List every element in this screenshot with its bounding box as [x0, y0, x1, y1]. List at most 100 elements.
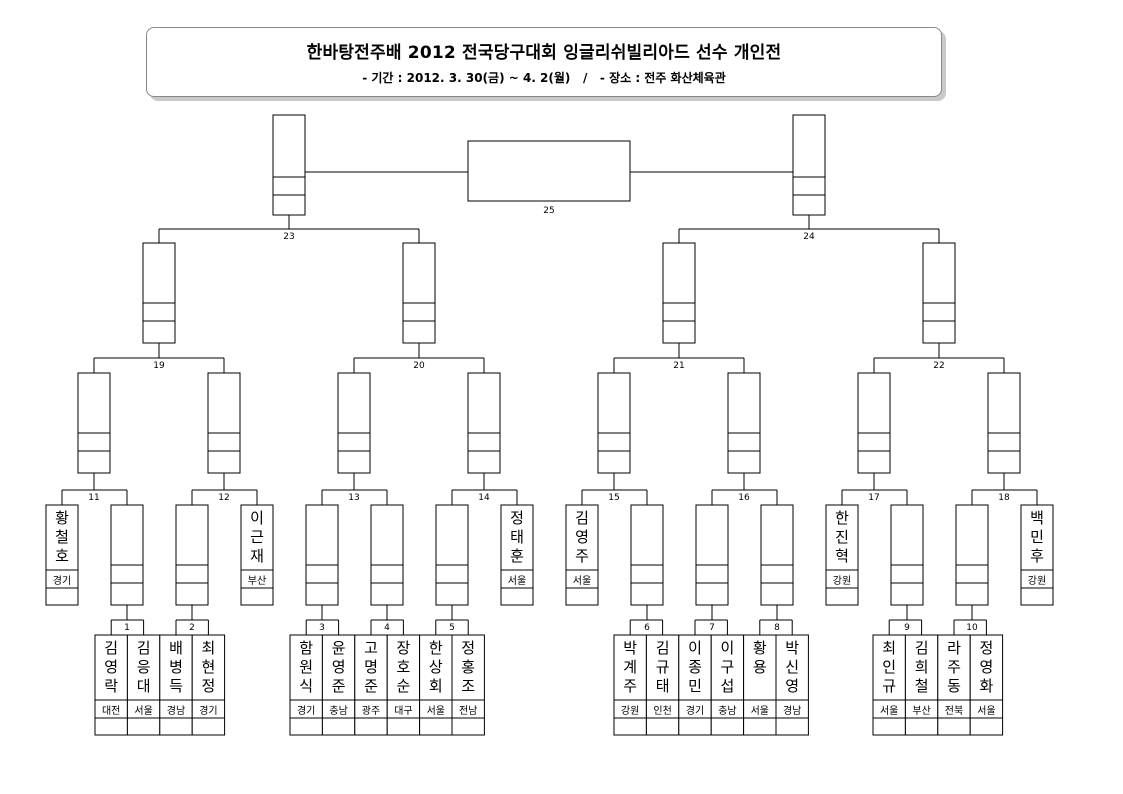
first-round-winner-box — [370, 504, 404, 606]
player-name-char: 주 — [623, 677, 637, 695]
player-name-char: 대 — [137, 677, 151, 695]
player-name-char: 정 — [461, 639, 475, 657]
player-region: 충남 — [718, 705, 736, 717]
round16-box — [727, 372, 761, 474]
player-region: 광주 — [362, 705, 380, 717]
player-region: 경기 — [297, 704, 315, 717]
player-region: 경기 — [686, 704, 704, 717]
player-region: 전북 — [945, 705, 963, 717]
match-number: 5 — [449, 623, 455, 633]
first-round-winner-box — [695, 504, 729, 606]
player-name-char: 한 — [429, 639, 443, 657]
player-name-char: 식 — [299, 677, 313, 695]
player-name-char: 김 — [575, 509, 589, 527]
player-name: 이구섭 — [720, 639, 734, 695]
player-name-char: 명 — [364, 658, 378, 676]
player-region: 강원 — [833, 575, 851, 587]
player-region: 전남 — [459, 705, 477, 717]
player-name-char: 신 — [785, 658, 799, 676]
player-region: 경남 — [167, 704, 185, 717]
player-region: 서울 — [880, 705, 898, 717]
player-name: 최인규 — [882, 639, 896, 695]
player-region: 대구 — [394, 705, 412, 717]
player-name-char: 황 — [55, 509, 69, 527]
match-number: 25 — [543, 206, 554, 216]
player-name-char: 함 — [299, 639, 313, 657]
player-name: 이근재 — [250, 509, 264, 565]
match-number: 8 — [774, 623, 780, 633]
player-name: 배병득 — [169, 639, 183, 695]
player-name: 박계주 — [623, 639, 637, 695]
match-number: 22 — [933, 361, 944, 371]
period-label: - 기간 : 2012. 3. 30(금) ~ 4. 2(월) — [362, 71, 571, 85]
player-name-char: 김 — [656, 639, 670, 657]
player-name-char: 근 — [250, 528, 264, 546]
player-name: 한상회 — [429, 639, 443, 695]
player-name: 정영화 — [979, 639, 993, 695]
player-region: 서울 — [427, 705, 445, 717]
player-name-char: 영 — [575, 528, 589, 546]
player-name: 고명준 — [364, 639, 378, 695]
player-region: 서울 — [751, 705, 769, 717]
first-round-winner-box — [760, 504, 794, 606]
quarterfinal-box — [662, 242, 696, 344]
player-region: 서울 — [977, 705, 995, 717]
player-name-char: 동 — [947, 677, 961, 695]
round16-box — [597, 372, 631, 474]
match-number: 3 — [319, 623, 325, 633]
player-name: 정태훈 — [510, 509, 524, 565]
player-name-char: 호 — [396, 658, 410, 676]
event-info: - 기간 : 2012. 3. 30(금) ~ 4. 2(월) / - 장소 :… — [147, 69, 941, 86]
player-region: 강원 — [621, 705, 639, 717]
semifinal-winner-box — [272, 114, 306, 216]
player-name-char: 이 — [250, 509, 264, 527]
match-number: 10 — [966, 623, 978, 633]
player-name-char: 구 — [720, 658, 734, 676]
first-round-winner-box — [110, 504, 144, 606]
player-region: 경기 — [199, 704, 217, 717]
player-name: 백민후 — [1030, 509, 1044, 565]
round16-box — [467, 372, 501, 474]
match-number: 9 — [904, 623, 910, 633]
player-name: 장호순 — [396, 639, 410, 695]
match-number: 4 — [384, 623, 390, 633]
player-name: 한진혁 — [835, 509, 849, 565]
player-name-char: 용 — [753, 658, 767, 676]
player-name-char: 규 — [882, 677, 896, 695]
player-name-char: 김 — [915, 639, 929, 657]
player-name-char: 재 — [250, 547, 264, 565]
final-box — [467, 140, 631, 202]
match-number: 1 — [124, 623, 130, 633]
player-name-char: 혁 — [835, 547, 849, 565]
player-name-char: 황 — [753, 639, 767, 657]
round16-box — [77, 372, 111, 474]
player-name: 윤영준 — [332, 639, 346, 695]
match-number: 11 — [88, 493, 99, 503]
player-name: 라주동 — [947, 639, 961, 695]
player-name-char: 라 — [947, 639, 961, 657]
player-name-char: 득 — [169, 677, 183, 695]
player-name: 황용 — [753, 639, 767, 676]
match-number: 16 — [738, 493, 750, 503]
match-number: 7 — [709, 623, 715, 633]
page-title: 한바탕전주배 2012 전국당구대회 잉글리쉬빌리아드 선수 개인전 — [306, 43, 782, 63]
player-name-char: 영 — [332, 658, 346, 676]
player-name: 김영락 — [104, 639, 118, 695]
player-region: 서울 — [508, 575, 526, 587]
quarterfinal-box — [402, 242, 436, 344]
first-round-winner-box — [175, 504, 209, 606]
player-name-char: 이 — [720, 639, 734, 657]
player-name: 이종민 — [688, 639, 702, 695]
semifinal-winner-box — [792, 114, 826, 216]
round16-box — [987, 372, 1021, 474]
match-number: 15 — [608, 493, 619, 503]
first-round-winner-box — [305, 504, 339, 606]
first-round-winner-box — [630, 504, 664, 606]
player-region: 경남 — [783, 704, 801, 717]
player-name: 황철호 — [55, 509, 69, 565]
player-name-char: 장 — [396, 639, 410, 657]
player-name-char: 상 — [429, 658, 443, 676]
player-name-char: 한 — [835, 509, 849, 527]
player-name-char: 김 — [104, 639, 118, 657]
player-region: 충남 — [329, 705, 347, 717]
